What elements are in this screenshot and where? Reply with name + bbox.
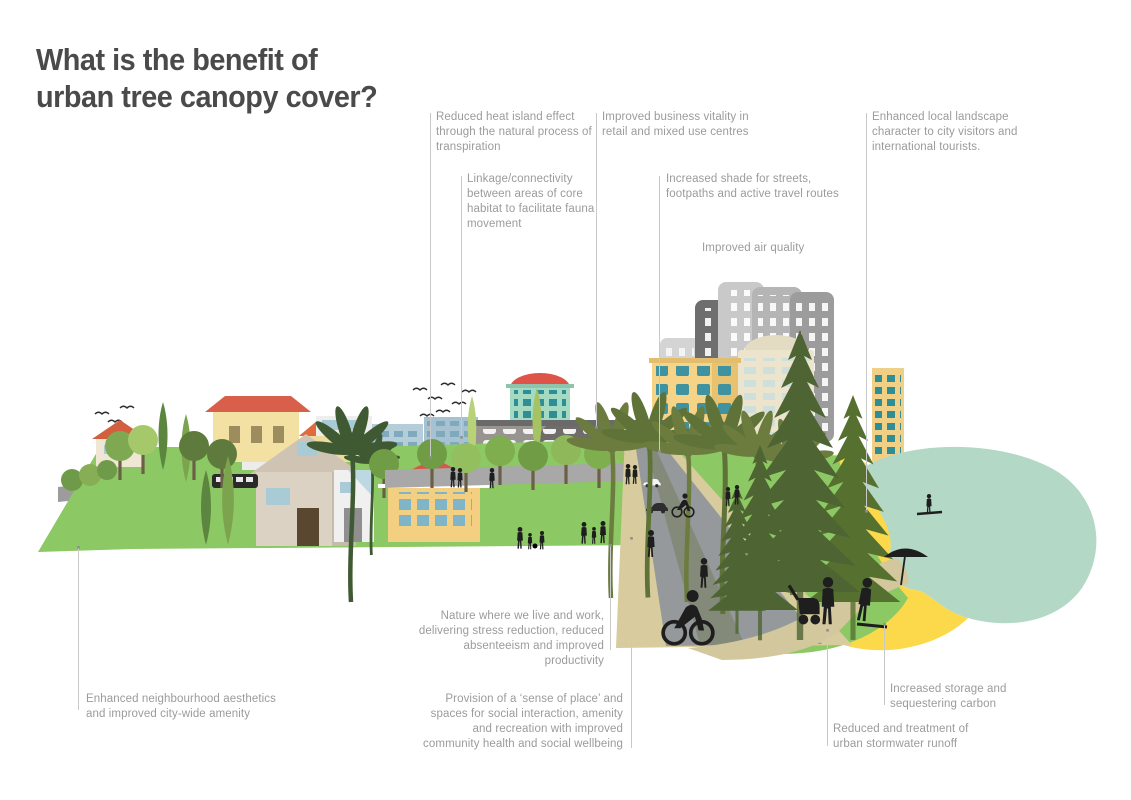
beach-umbrella-icon (884, 548, 928, 586)
label-nature: Nature where we live and work, deliverin… (418, 610, 604, 667)
page-title-line1: What is the benefit of (36, 41, 318, 77)
label-neighbourhood: Enhanced neighbourhood aesthetics and im… (86, 693, 277, 720)
label-shade: Increased shade for streets, footpaths a… (666, 173, 839, 200)
left-trees (61, 402, 403, 602)
bus (212, 474, 258, 488)
paddleboarder (916, 494, 943, 516)
label-stormwater: Reduced and treatment of urban stormwate… (833, 723, 969, 750)
people-silhouettes (450, 464, 888, 646)
leader-lines (78, 113, 885, 748)
label-air-quality: Improved air quality (702, 242, 805, 254)
label-business: Improved business vitality in retail and… (602, 111, 749, 138)
label-carbon: Increased storage and sequestering carbo… (890, 683, 1007, 710)
leader-line-dots (77, 426, 886, 632)
page-title: What is the benefit of urban tree canopy… (36, 41, 378, 115)
label-reduced-heat: Reduced heat island effect through the n… (436, 111, 592, 153)
label-provision: Provision of a ‘sense of place’ and spac… (423, 693, 623, 750)
label-linkage: Linkage/connectivity between areas of co… (467, 173, 595, 230)
beach-water (862, 446, 1097, 624)
page-title-line2: urban tree canopy cover? (36, 78, 378, 114)
label-landscape: Enhanced local landscape character to ci… (872, 111, 1018, 153)
